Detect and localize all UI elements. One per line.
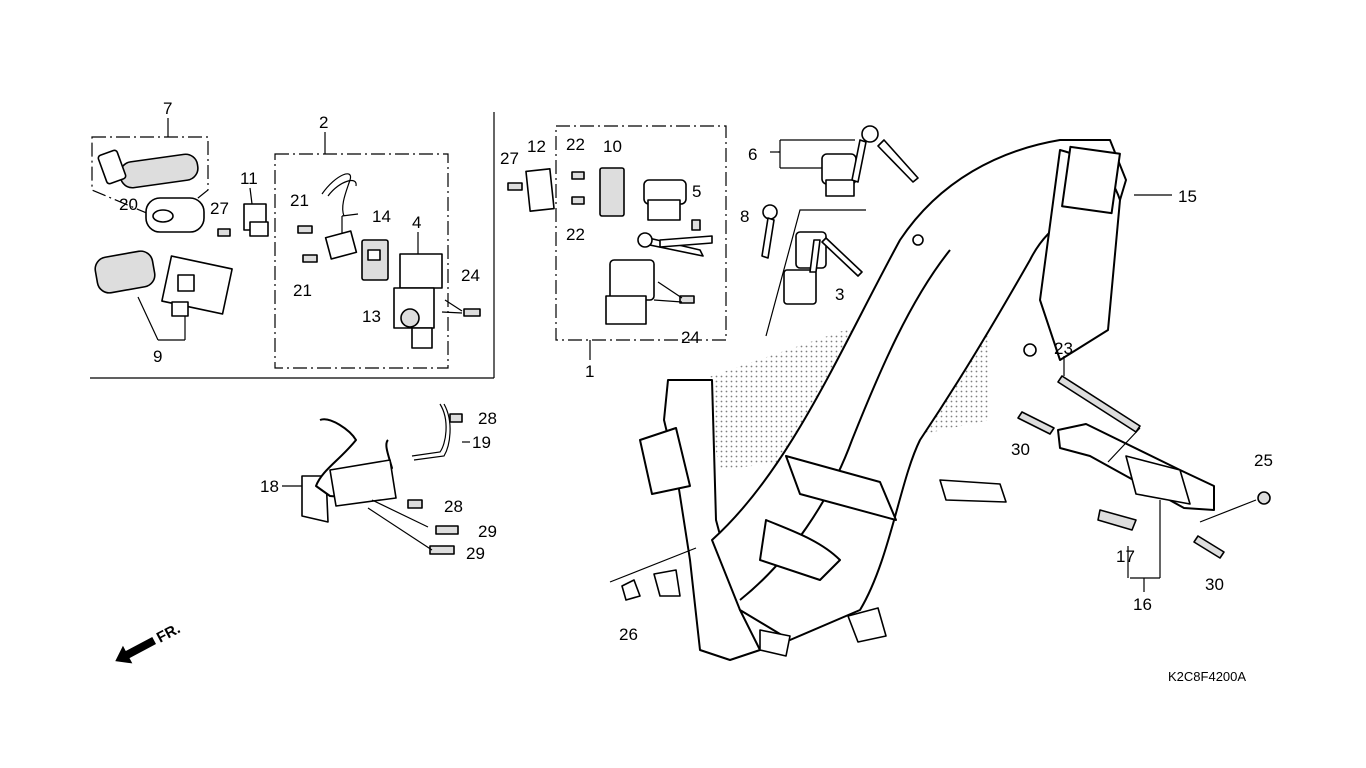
- callout-17: 17: [1116, 547, 1135, 566]
- callout-18: 18: [260, 477, 279, 496]
- leader-lines: [282, 151, 1172, 487]
- callout-30b: 30: [1205, 575, 1224, 594]
- callout-20: 20: [119, 195, 138, 214]
- callout-28b: 28: [444, 497, 463, 516]
- callout-1: 1: [585, 362, 594, 381]
- key-icon: [761, 204, 778, 259]
- callout-11: 11: [240, 169, 258, 188]
- callout-4: 4: [412, 213, 421, 232]
- direction-label: FR.: [154, 620, 183, 646]
- callout-22b: 22: [566, 225, 585, 244]
- callout-12: 12: [527, 137, 546, 156]
- callout-8: 8: [740, 207, 749, 226]
- callout-7: 7: [163, 99, 172, 118]
- bracket-assembly: [301, 403, 463, 555]
- callout-3: 3: [835, 285, 844, 304]
- kit-section: [90, 112, 495, 379]
- callout-25: 25: [1254, 451, 1273, 470]
- callout-30a: 30: [1011, 440, 1030, 459]
- callout-15: 15: [1178, 187, 1197, 206]
- callout-24b: 24: [681, 328, 700, 347]
- callout-29a: 29: [478, 522, 497, 541]
- callout-24a: 24: [461, 266, 480, 285]
- callout-6: 6: [748, 145, 757, 164]
- diagram-code: K2C8F4200A: [1168, 669, 1246, 684]
- main-frame: [639, 139, 1127, 661]
- key-icon: [809, 237, 863, 277]
- engine-hanger-section: [609, 375, 1271, 601]
- part-14-cable: [321, 173, 358, 260]
- smart-control-unit: [94, 250, 233, 317]
- callout-labels: 1 2 3 4 5 6 7 8 9 10 11 12 13 14 15 16 1…: [119, 99, 1273, 644]
- key-icon: [637, 232, 713, 257]
- callout-27b: 27: [500, 149, 519, 168]
- key-set-section: [761, 125, 919, 337]
- callout-23: 23: [1054, 339, 1073, 358]
- ignition-kit-section: [507, 125, 727, 360]
- callout-5: 5: [692, 182, 701, 201]
- callout-22a: 22: [566, 135, 585, 154]
- callout-9: 9: [153, 347, 162, 366]
- callout-14: 14: [372, 207, 391, 226]
- callout-19: 19: [472, 433, 491, 452]
- callout-27a: 27: [210, 199, 229, 218]
- callout-13: 13: [362, 307, 381, 326]
- callout-21a: 21: [290, 191, 309, 210]
- callout-16: 16: [1133, 595, 1152, 614]
- key-icon: [851, 125, 919, 183]
- callout-28a: 28: [478, 409, 497, 428]
- callout-10: 10: [603, 137, 622, 156]
- arrow-icon: FR.: [115, 620, 183, 664]
- part-13-switch: [361, 239, 389, 281]
- part-lock-housing: [643, 179, 687, 221]
- callout-2: 2: [319, 113, 328, 132]
- remote-key-fob: [97, 149, 205, 233]
- part-4-ignition-unit: [393, 253, 443, 349]
- bolt-icon: [407, 413, 463, 555]
- callout-26: 26: [619, 625, 638, 644]
- callout-29b: 29: [466, 544, 485, 563]
- callout-21b: 21: [293, 281, 312, 300]
- bolt-icon: [217, 228, 231, 237]
- part-11-switch: [243, 203, 269, 237]
